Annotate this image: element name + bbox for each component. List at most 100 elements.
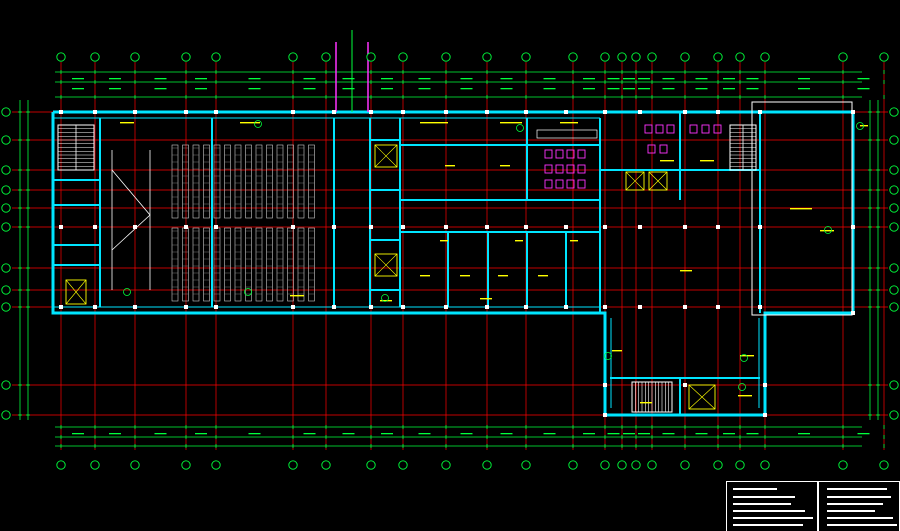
vanity-counter [536,129,598,139]
label-mark [420,122,448,124]
toilet-stall [701,124,710,134]
toilet-stall [544,164,553,174]
axis-bubble-right [889,185,899,195]
dimension-value-mark [303,88,316,90]
axis-bubble-top [647,52,657,62]
dimension-value-mark [857,433,870,435]
notes-line-mark [733,517,813,519]
dimension-value-mark [460,78,473,80]
column [59,225,63,229]
column [524,305,528,309]
seat-block [203,144,210,219]
seat-block [297,144,305,219]
dimension-value-mark [695,433,708,435]
dimension-value-mark [381,78,393,80]
axis-bubble-left [1,135,11,145]
dimension-value-mark [418,78,431,80]
label-mark [860,125,868,127]
column [59,110,63,114]
column [184,225,188,229]
toilet-stall [647,144,656,154]
column [524,110,528,114]
column [603,225,607,229]
axis-bubble-top [366,52,376,62]
axis-bubble-top [713,52,723,62]
axis-bubble-top [838,52,848,62]
dimension-value-mark [248,433,261,435]
column [763,413,767,417]
notes-line-mark [733,503,791,505]
axis-bubble-top [288,52,298,62]
dimension-value-mark [195,88,207,90]
seat-block [266,227,273,302]
column [444,225,448,229]
elevator-shaft [688,384,716,410]
seat-block [224,144,231,219]
label-mark [500,122,522,124]
axis-bubble-left [1,203,11,213]
stairs [57,124,757,413]
column [485,305,489,309]
room-tag [740,354,748,362]
column [603,413,607,417]
dimension-value-mark [607,78,620,80]
dimension-value-mark [746,433,759,435]
column [369,225,373,229]
axis-bubble-top [600,52,610,62]
outer-walls [51,110,855,417]
dimension-value-mark [662,78,675,80]
toilet-stall [644,124,653,134]
notes-heading-mark [827,488,887,490]
column [133,305,137,309]
room-tag [604,352,612,360]
room-tag [516,124,524,132]
elevator-shaft [65,279,87,305]
column [291,225,295,229]
label-mark [240,122,260,124]
column [184,305,188,309]
label-mark [498,275,508,277]
dimension-value-mark [72,78,84,80]
toilet-stall [555,149,564,159]
column [603,383,607,387]
column [683,383,687,387]
axis-bubble-bottom [568,460,578,470]
design-notes-panel-left [726,481,818,531]
axis-bubble-top [568,52,578,62]
label-mark [420,275,430,277]
axis-bubble-bottom [130,460,140,470]
column [291,110,295,114]
axis-bubble-top [680,52,690,62]
axis-bubble-bottom [600,460,610,470]
column [291,305,295,309]
dimension-value-mark [543,433,556,435]
axis-bubble-right [889,410,899,420]
axis-bubble-top [441,52,451,62]
axis-bubble-top [56,52,66,62]
column [716,110,720,114]
elevator-shaft [648,171,668,191]
toilet-stall [659,144,668,154]
seat-block [287,144,294,219]
seat-block [255,144,263,219]
seat-block [266,144,273,219]
column [332,305,336,309]
label-mark [380,300,392,302]
axis-bubble-bottom [56,460,66,470]
axis-bubble-bottom [680,460,690,470]
axis-bubble-left [1,107,11,117]
label-mark [660,160,674,162]
dimension-value-mark [638,433,650,435]
axis-bubble-bottom [760,460,770,470]
dimension-value-mark [460,88,473,90]
label-mark [460,275,470,277]
axis-bubble-left [1,380,11,390]
column [763,383,767,387]
notes-line-mark [827,496,891,498]
dimension-value-mark [662,88,675,90]
column [716,305,720,309]
axis-bubbles [1,52,899,470]
axis-bubble-right [889,263,899,273]
axis-bubble-bottom [713,460,723,470]
